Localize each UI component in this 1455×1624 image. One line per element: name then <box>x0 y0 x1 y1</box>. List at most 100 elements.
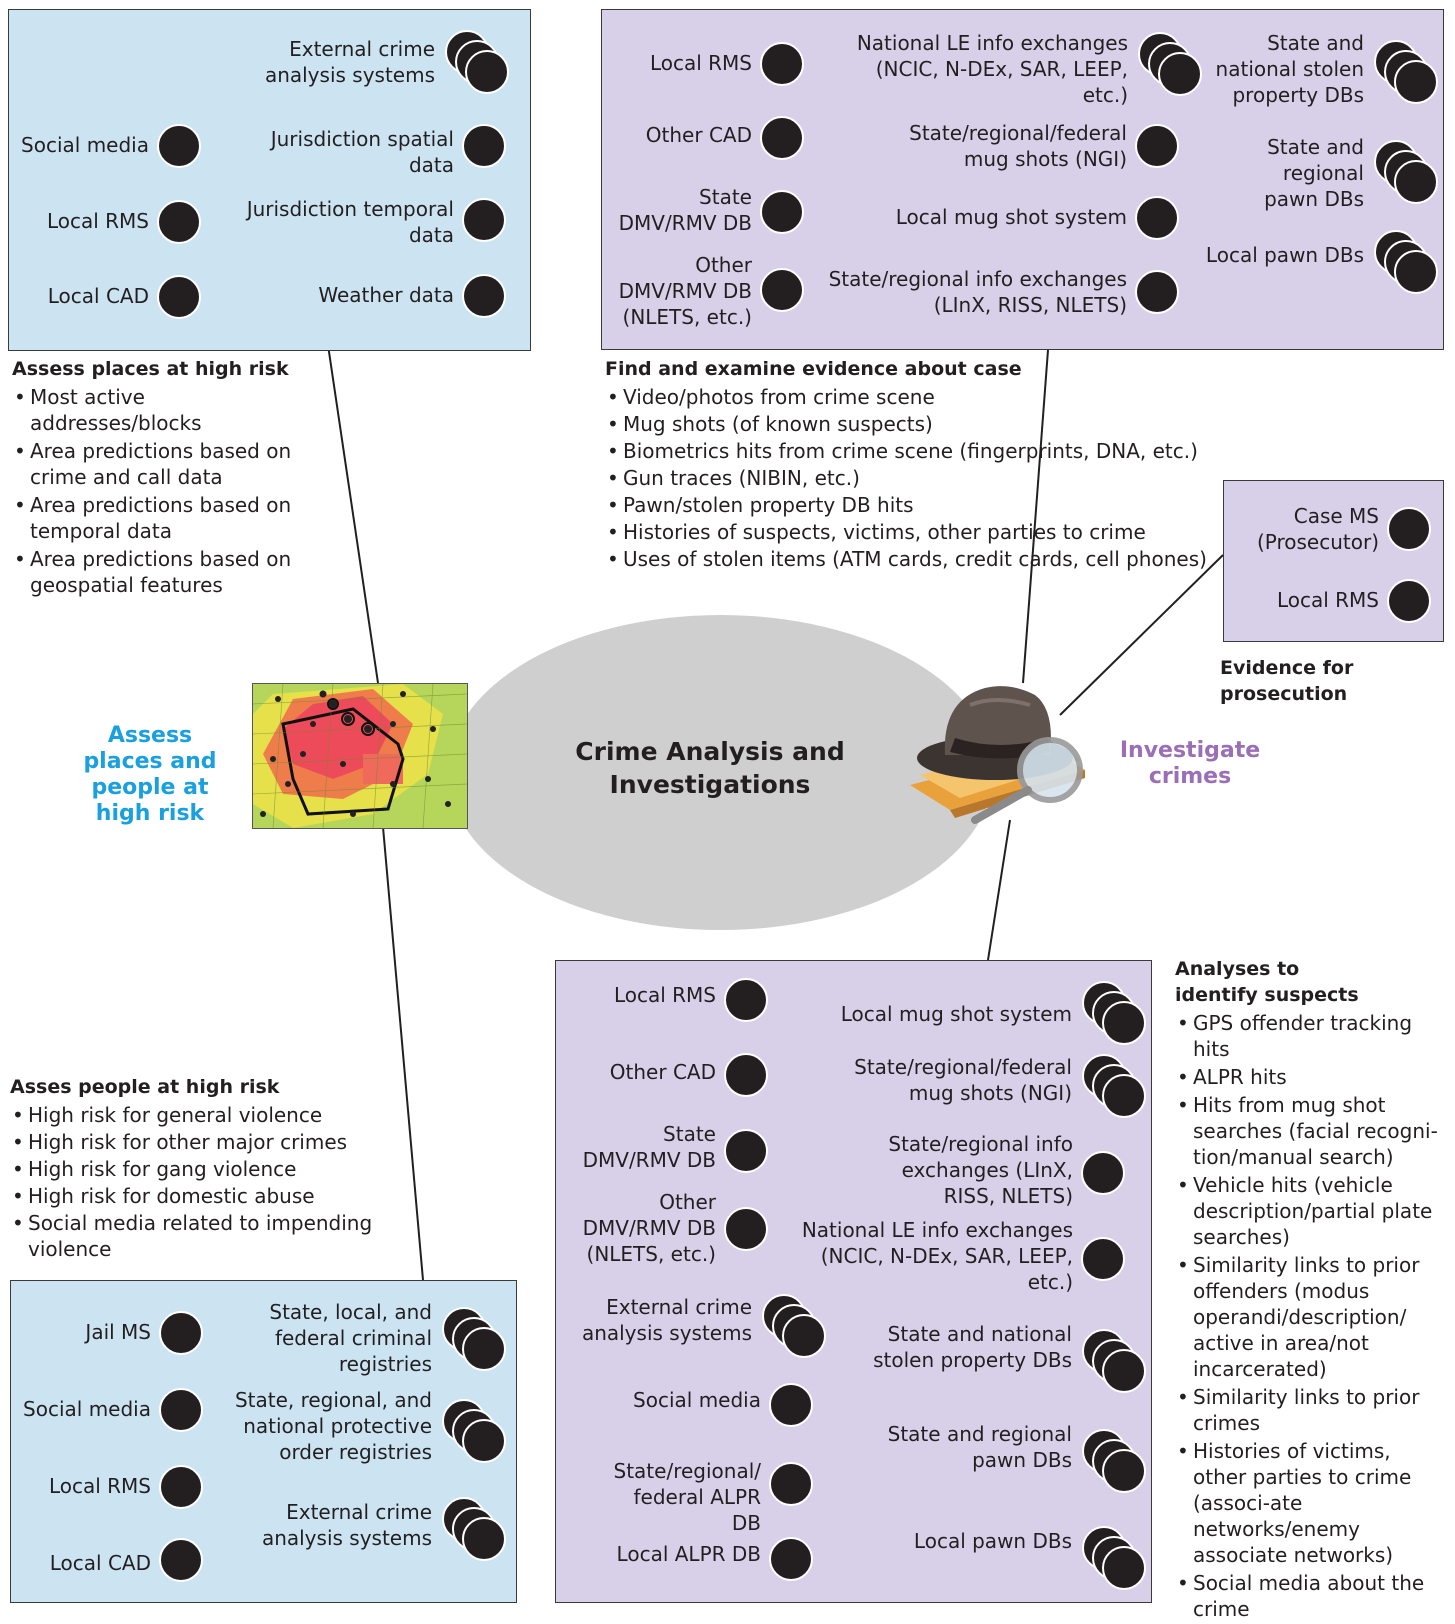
people-source-left-2: Local RMS <box>11 1463 206 1513</box>
multi-source-icon <box>1374 40 1438 104</box>
inv-source-c2-0: National LE info exchanges (NCIC, N-DEx,… <box>807 28 1202 107</box>
suspects-data-box: Local RMS Other CAD State DMV/RMV DB Oth… <box>555 960 1152 1603</box>
multi-source-icon <box>1082 1429 1146 1493</box>
suspects-heading: Analyses to identify suspects <box>1175 958 1359 1006</box>
data-source-icon <box>157 275 201 319</box>
list-item: Vehicle hits (vehicle description/partia… <box>1175 1172 1447 1250</box>
people-source-left-1: Social media <box>11 1386 206 1436</box>
data-source-icon <box>462 124 506 168</box>
multi-source-icon <box>1138 32 1202 96</box>
evidence-heading: Find and examine evidence about case <box>605 358 1022 380</box>
people-source-right-2: External crime analysis systems <box>206 1497 506 1567</box>
suspects-bullet-list: GPS offender tracking hits ALPR hits Hit… <box>1175 1010 1447 1624</box>
list-item: Area predictions based on temporal data <box>12 492 322 544</box>
multi-source-icon <box>1082 1054 1146 1118</box>
inv-source-c2-2: Local mug shot system <box>807 194 1182 244</box>
people-source-left-0: Jail MS <box>11 1309 206 1359</box>
list-item: High risk for general violence <box>10 1102 390 1128</box>
multi-source-icon <box>762 1294 826 1358</box>
list-item: Histories of victims, other parties to c… <box>1175 1438 1447 1568</box>
prosecution-heading: Evidence for prosecution <box>1220 657 1354 705</box>
places-source-right-1: Jurisdiction spatial data <box>209 120 509 180</box>
list-item: ALPR hits <box>1175 1064 1447 1090</box>
multi-source-icon <box>442 1497 506 1561</box>
places-source-right-3: Weather data <box>209 272 509 322</box>
list-item: Pawn/stolen property DB hits <box>605 492 1215 518</box>
people-source-left-3: Local CAD <box>11 1536 206 1586</box>
list-item: Gun traces (NIBIN, etc.) <box>605 465 1215 491</box>
multi-source-icon <box>1082 981 1146 1045</box>
sus-source-c2-3: National LE info exchanges (NCIC, N-DEx,… <box>756 1217 1128 1302</box>
data-source-icon <box>1081 1151 1125 1195</box>
data-source-icon <box>1135 270 1179 314</box>
data-source-icon <box>1081 1237 1125 1281</box>
data-source-icon <box>760 116 804 160</box>
data-source-icon <box>769 1462 813 1506</box>
list-item: Histories of suspects, victims, other pa… <box>605 519 1215 545</box>
sus-source-c1-0: Local RMS <box>556 976 771 1026</box>
list-item: GPS offender tracking hits <box>1175 1010 1447 1062</box>
multi-source-icon <box>442 1307 506 1371</box>
places-source-right-2: Jurisdiction temporal data <box>199 190 509 250</box>
data-source-icon <box>724 1207 768 1251</box>
people-bullet-list: High risk for general violence High risk… <box>10 1102 390 1263</box>
sus-source-c2-5: State and regional pawn DBs <box>806 1421 1146 1506</box>
sus-source-c2-1: State/regional/federal mug shots (NGI) <box>806 1054 1146 1124</box>
sus-source-c2-6: Local pawn DBs <box>806 1526 1146 1596</box>
sus-source-c1-1: Other CAD <box>556 1051 771 1101</box>
people-source-right-0: State, local, and federal criminal regis… <box>206 1293 506 1378</box>
sus-source-c1-4: External crime analysis systems <box>556 1294 826 1364</box>
data-source-icon <box>724 1129 768 1173</box>
sus-source-c2-2: State/regional info exchanges (LInX, RIS… <box>806 1131 1128 1216</box>
places-data-box: Social media Local RMS Local CAD Externa… <box>8 9 531 351</box>
prosecution-data-box: Case MS (Prosecutor) Local RMS <box>1223 480 1444 642</box>
inv-source-c1-2: State DMV/RMV DB <box>602 180 807 240</box>
list-item: Most active addresses/blocks <box>12 384 322 436</box>
data-source-icon <box>159 1311 203 1355</box>
prosecution-source-1: Local RMS <box>1224 577 1434 627</box>
data-source-icon <box>159 1388 203 1432</box>
data-source-icon <box>157 200 201 244</box>
data-source-icon <box>157 124 201 168</box>
detective-hat-icon <box>910 686 1085 824</box>
list-item: High risk for gang violence <box>10 1156 390 1182</box>
list-item: Social media related to impending violen… <box>10 1210 390 1262</box>
inv-source-c3-2: Local pawn DBs <box>1162 230 1438 300</box>
inv-source-c3-1: State and regional pawn DBs <box>1202 132 1438 217</box>
inv-source-c3-0: State and national stolen property DBs <box>1202 28 1438 113</box>
places-heading: Assess places at high risk <box>12 358 289 380</box>
sus-source-c1-6: State/regional/ federal ALPR DB <box>556 1458 816 1535</box>
data-source-icon <box>724 1053 768 1097</box>
multi-source-icon <box>1082 1526 1146 1590</box>
multi-source-icon <box>1374 140 1438 204</box>
data-source-icon <box>724 978 768 1022</box>
list-item: High risk for domestic abuse <box>10 1183 390 1209</box>
list-item: Mug shots (of known suspects) <box>605 411 1215 437</box>
inv-source-c1-1: Other CAD <box>602 114 807 164</box>
inv-source-c1-3: Other DMV/RMV DB (NLETS, etc.) <box>602 248 807 333</box>
places-source-left-2: Local CAD <box>9 273 204 323</box>
places-source-right-0: External crime analysis systems <box>209 30 509 100</box>
places-people-title: Assess places and people at high risk <box>83 723 217 826</box>
people-data-box: Jail MS Social media Local RMS Local CAD… <box>10 1280 517 1603</box>
investigate-title: Investigate crimes <box>1119 738 1261 789</box>
data-source-icon <box>769 1383 813 1427</box>
list-item: Biometrics hits from crime scene (finger… <box>605 438 1215 464</box>
places-bullet-list: Most active addresses/blocks Area predic… <box>12 384 322 600</box>
multi-source-icon <box>1374 230 1438 294</box>
list-item: Video/photos from crime scene <box>605 384 1215 410</box>
data-source-icon <box>1135 196 1179 240</box>
data-source-icon <box>760 42 804 86</box>
evidence-bullet-list: Video/photos from crime scene Mug shots … <box>605 384 1215 573</box>
places-source-left-0: Social media <box>9 122 204 172</box>
list-item: Similarity links to prior crimes <box>1175 1384 1447 1436</box>
list-item: Area predictions based on geospatial fea… <box>12 546 322 598</box>
prosecution-source-0: Case MS (Prosecutor) <box>1224 503 1434 563</box>
central-hub-title: Crime Analysis and Investigations <box>575 737 845 799</box>
list-item: Uses of stolen items (ATM cards, credit … <box>605 546 1215 572</box>
data-source-icon <box>159 1538 203 1582</box>
inv-source-c2-3: State/regional info exchanges (LInX, RIS… <box>807 262 1182 322</box>
multi-source-icon <box>445 30 509 94</box>
central-hub-ellipse <box>448 615 993 930</box>
